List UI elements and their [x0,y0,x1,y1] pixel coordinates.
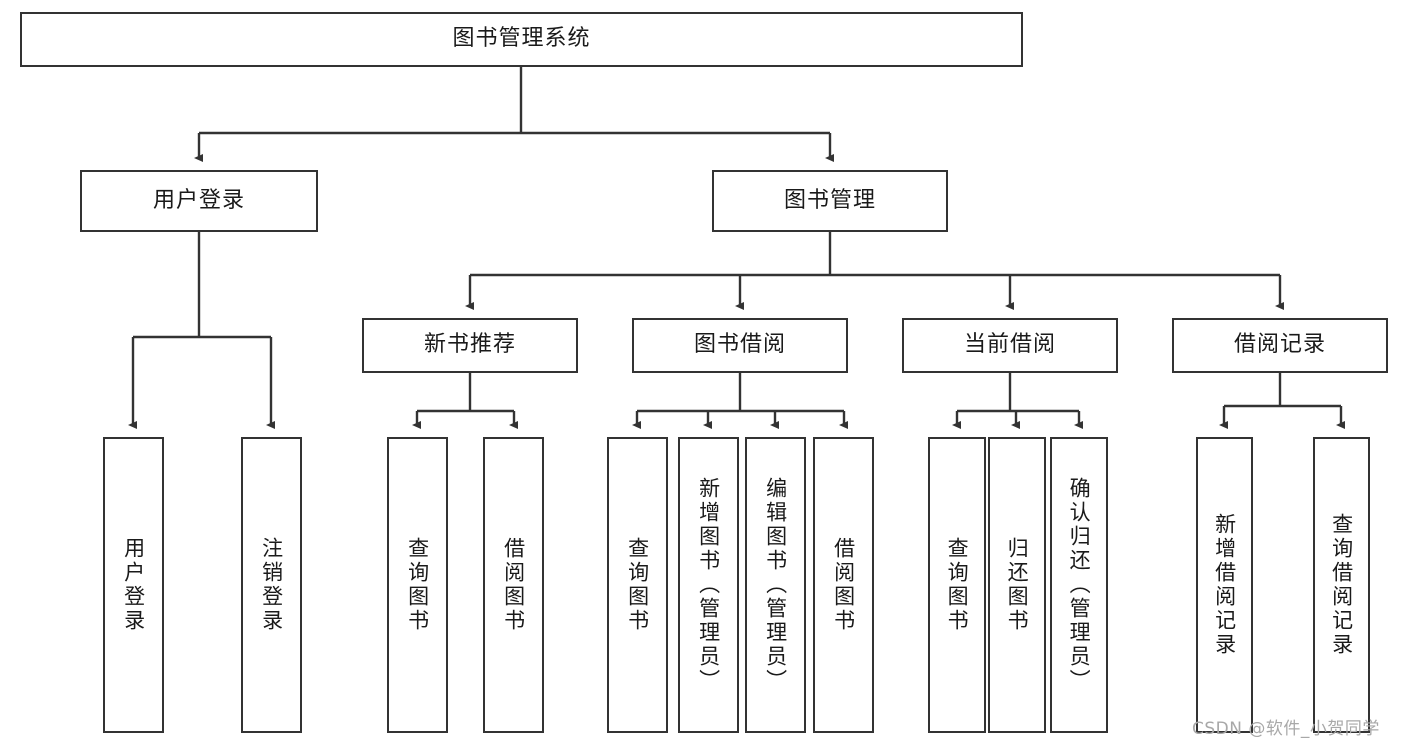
node-label: 用户登录 [152,187,245,213]
csdn-watermark: CSDN @软件_小贺同学 [1192,719,1380,739]
node-book-borrow[interactable]: 图书借阅 [632,318,848,373]
node-label: 借阅图书 [501,537,526,633]
leaf-edit-book-admin[interactable]: 编辑图书（管理员） [745,437,806,733]
node-label: 注销登录 [259,537,284,633]
leaf-logout-login[interactable]: 注销登录 [241,437,302,733]
leaf-query-borrow-record[interactable]: 查询借阅记录 [1313,437,1370,733]
node-label: 新书推荐 [423,332,516,358]
node-label: 图书借阅 [693,332,786,358]
node-label: 图书管理 [783,187,876,213]
node-label: 查询图书 [945,537,970,633]
node-root-book-management-system[interactable]: 图书管理系统 [20,12,1023,67]
node-label: 查询图书 [625,537,650,633]
leaf-borrow-book-recommend[interactable]: 借阅图书 [483,437,544,733]
node-current-borrow[interactable]: 当前借阅 [902,318,1118,373]
node-user-login[interactable]: 用户登录 [80,170,318,232]
leaf-query-book-borrow[interactable]: 查询图书 [607,437,668,733]
node-label: 当前借阅 [963,332,1056,358]
node-label: 确认归还（管理员） [1067,477,1092,693]
node-label: 借阅图书 [831,537,856,633]
node-book-management[interactable]: 图书管理 [712,170,948,232]
leaf-user-login[interactable]: 用户登录 [103,437,164,733]
node-label: 编辑图书（管理员） [763,477,788,693]
leaf-add-borrow-record[interactable]: 新增借阅记录 [1196,437,1253,733]
node-label: 查询借阅记录 [1329,513,1354,657]
node-label: 新增借阅记录 [1212,513,1237,657]
node-label: 用户登录 [121,537,146,633]
node-label: 归还图书 [1005,537,1030,633]
node-borrow-record[interactable]: 借阅记录 [1172,318,1388,373]
leaf-query-book-recommend[interactable]: 查询图书 [387,437,448,733]
leaf-query-book-current[interactable]: 查询图书 [928,437,986,733]
leaf-confirm-return-admin[interactable]: 确认归还（管理员） [1050,437,1108,733]
node-label: 图书管理系统 [452,26,591,52]
node-new-book-recommend[interactable]: 新书推荐 [362,318,578,373]
leaf-return-book[interactable]: 归还图书 [988,437,1046,733]
leaf-add-book-admin[interactable]: 新增图书（管理员） [678,437,739,733]
node-label: 查询图书 [405,537,430,633]
node-label: 借阅记录 [1233,332,1326,358]
node-label: 新增图书（管理员） [696,477,721,693]
leaf-borrow-book[interactable]: 借阅图书 [813,437,874,733]
